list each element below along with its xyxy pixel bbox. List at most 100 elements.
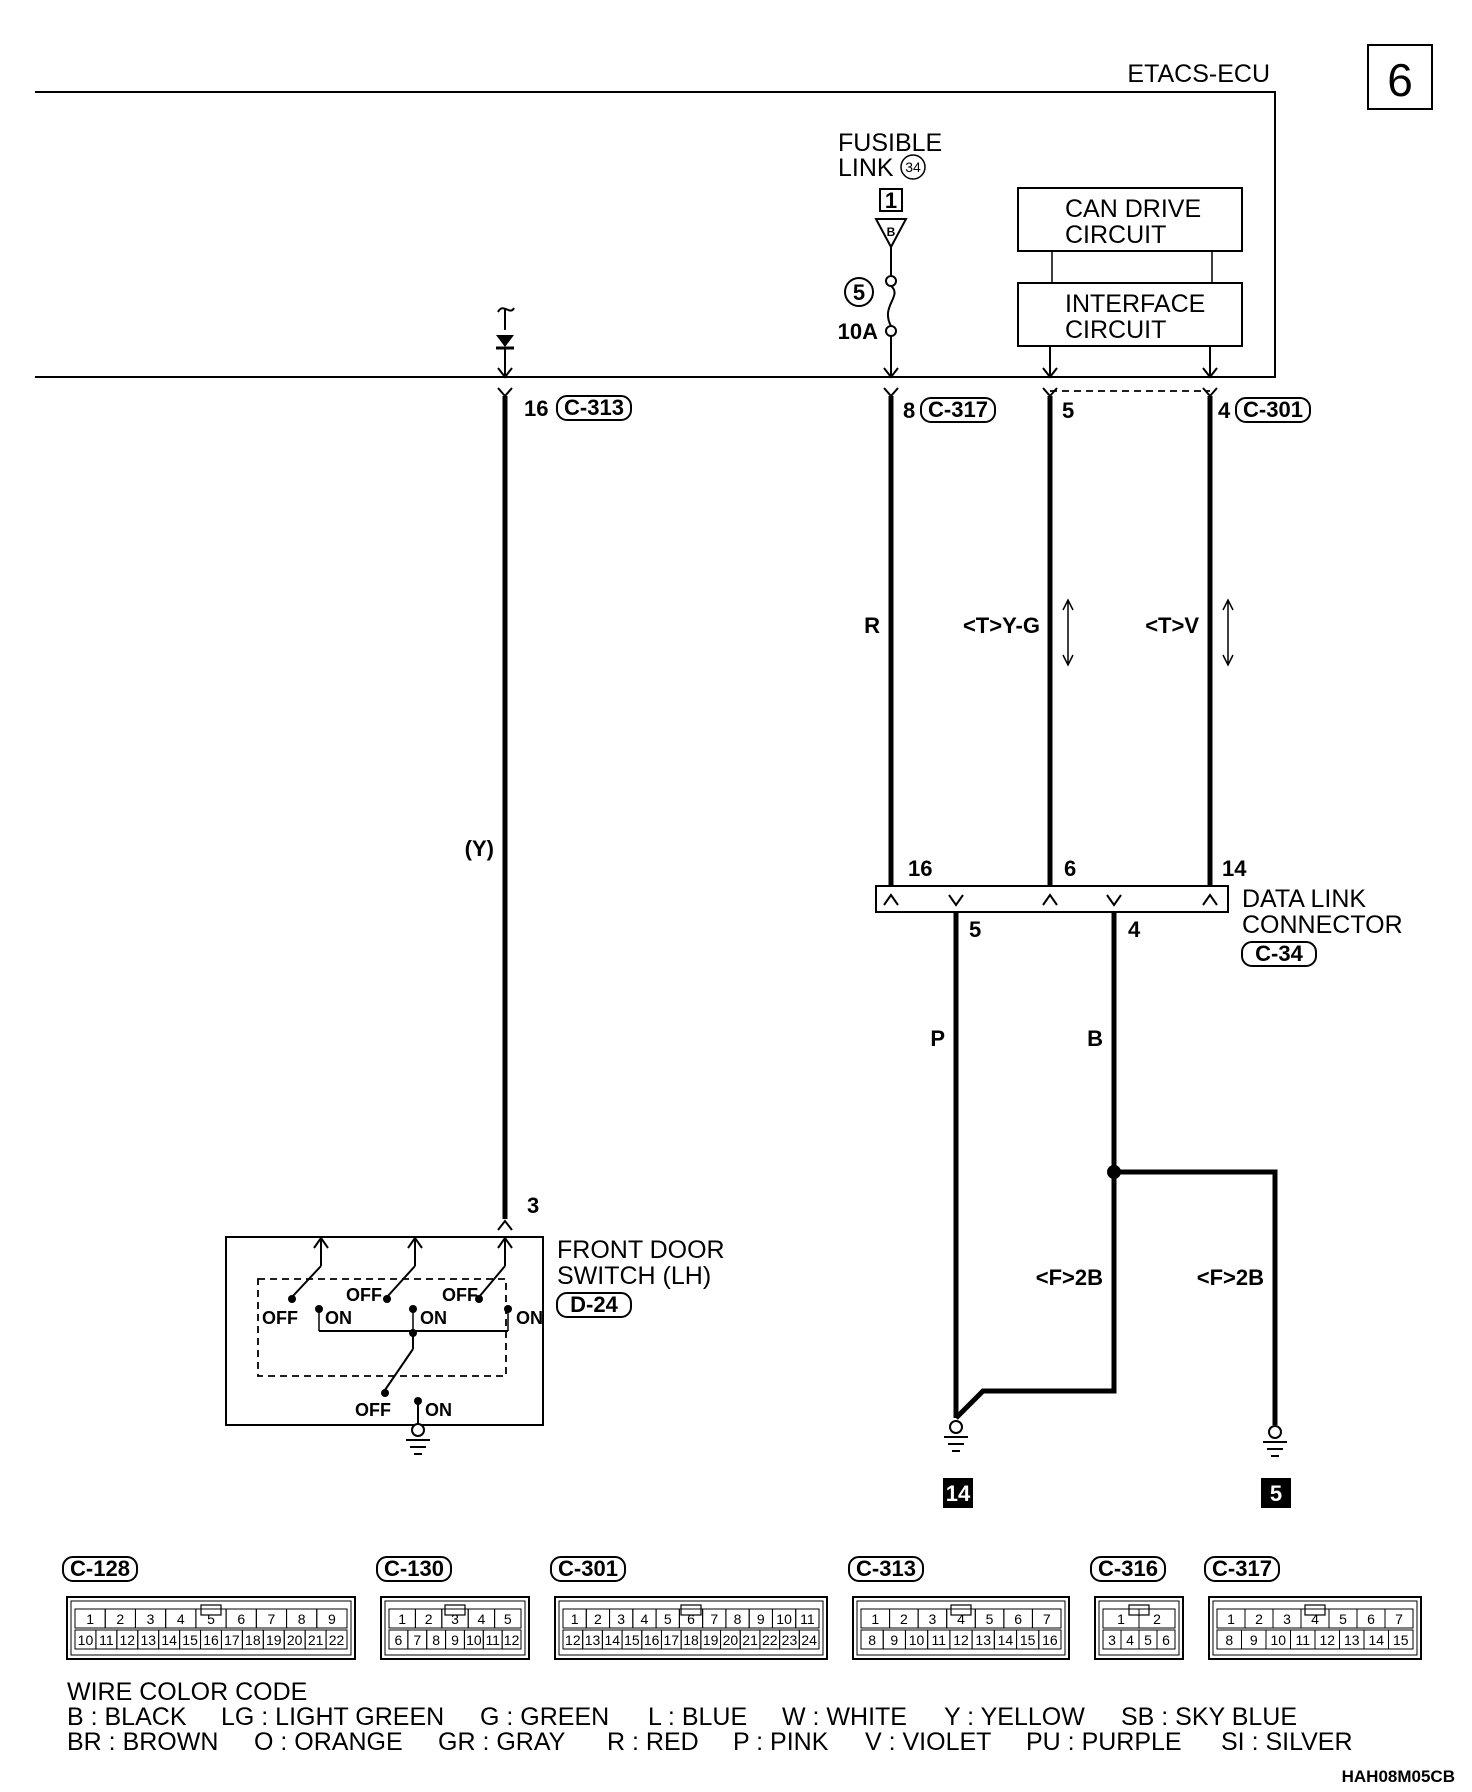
connector-pin-number: 13 <box>975 1632 991 1648</box>
can-drive-circuit-line1: CAN DRIVE <box>1065 195 1201 223</box>
door-switch-ground-icon <box>406 1423 430 1455</box>
wire-black-branch <box>1114 1169 1278 1425</box>
connector-label: C-128 <box>70 1556 130 1581</box>
connector-pin-number: 15 <box>624 1632 640 1648</box>
connector-pin-number: 10 <box>909 1632 925 1648</box>
connector-pin-number: 9 <box>757 1611 765 1627</box>
connector-pin-number: 5 <box>986 1611 994 1627</box>
connector-pin-number: 2 <box>425 1611 433 1627</box>
legend-line1: B : BLACK LG : LIGHT GREEN G : GREEN L :… <box>67 1703 1297 1731</box>
legend-item: P : PINK <box>733 1728 829 1756</box>
connector-pin-number: 5 <box>504 1611 512 1627</box>
connector-pin-number: 1 <box>1227 1611 1235 1627</box>
fusible-link-number-circle <box>900 154 926 180</box>
connector-pin-number: 7 <box>413 1632 421 1648</box>
connector-pin-number: 8 <box>868 1632 876 1648</box>
ground-right-icon <box>1263 1425 1287 1457</box>
door-switch-on-4: ON <box>425 1400 452 1420</box>
legend-item: SB : SKY BLUE <box>1121 1703 1297 1731</box>
dlc-terminal-4 <box>1106 894 1122 907</box>
ground-right-badge <box>1261 1478 1291 1508</box>
connector-label-box <box>1090 1556 1166 1582</box>
connector-label-box <box>1204 1556 1280 1582</box>
connector-pin-number: 6 <box>237 1611 245 1627</box>
connector-pin-cell <box>1138 1608 1176 1629</box>
connector-pin-number: 4 <box>1311 1611 1319 1627</box>
wire-color-b: B <box>1087 1026 1103 1051</box>
fuse-element <box>887 285 896 327</box>
connector-pin-number: 22 <box>762 1632 778 1648</box>
connector-pin-number: 4 <box>478 1611 486 1627</box>
connector-pin-cell <box>1031 1608 1062 1629</box>
legend-item: R : RED <box>607 1728 699 1756</box>
figure-code: HAH08M05CB <box>1342 1767 1455 1786</box>
dlc-terminal-14 <box>1202 893 1218 906</box>
conn-c317-label: C-317 <box>928 397 988 422</box>
connector-pin-number: 3 <box>929 1611 937 1627</box>
connector-pin-number: 6 <box>395 1632 403 1648</box>
connector-pin-number: 1 <box>871 1611 879 1627</box>
data-link-connector-terminals <box>883 893 1218 907</box>
door-switch-off-2: OFF <box>346 1285 382 1305</box>
connector-pin-number: 7 <box>268 1611 276 1627</box>
ground-left-badge <box>943 1478 973 1508</box>
ground-left-icon <box>944 1420 968 1452</box>
door-switch-terminals <box>313 1219 513 1266</box>
connector-pin-number: 2 <box>594 1611 602 1627</box>
fusible-link-pin: 1 <box>885 188 897 213</box>
conn-c301-label: C-301 <box>1243 397 1303 422</box>
connector-lock-tab <box>1304 1604 1326 1616</box>
door-switch-linkage-dashed <box>257 1278 507 1377</box>
fuse-number-circle <box>844 277 874 307</box>
connector-pin-number: 13 <box>585 1632 601 1648</box>
connector-pin-cell <box>1384 1608 1414 1629</box>
bidirectional-arrow-yg <box>1062 598 1074 667</box>
connector-pin-cell <box>325 1629 348 1650</box>
connector-pin-number: 21 <box>742 1632 758 1648</box>
legend-item: LG : LIGHT GREEN <box>221 1703 444 1731</box>
connector-label: C-130 <box>384 1556 444 1581</box>
connector-pin-number: 5 <box>664 1611 672 1627</box>
connector-pin-number: 12 <box>565 1632 581 1648</box>
connector-pin-number: 20 <box>287 1632 303 1648</box>
dlc-pin-16: 16 <box>908 856 932 881</box>
connector-pin-number: 5 <box>207 1611 215 1627</box>
connector-pin-number: 9 <box>1250 1632 1258 1648</box>
connector-pin-number: 20 <box>723 1632 739 1648</box>
connector-pin-number: 15 <box>1393 1632 1409 1648</box>
interface-circuit-line1: INTERFACE <box>1065 290 1205 318</box>
ecu-terminals <box>497 367 1218 398</box>
connector-pin-number: 1 <box>1117 1611 1125 1627</box>
door-switch-label-1: FRONT DOOR <box>557 1236 725 1264</box>
connector-label-box <box>376 1556 452 1582</box>
wire-color-r: R <box>864 613 880 638</box>
connector-label: C-316 <box>1098 1556 1158 1581</box>
connector-pin-cell <box>1388 1629 1414 1650</box>
connector-housing-inner <box>1098 1600 1180 1656</box>
fusible-link-label-2: LINK <box>838 154 894 182</box>
connector-pin-number: 13 <box>1344 1632 1360 1648</box>
fuse-number: 5 <box>853 280 865 305</box>
can-drive-circuit-box <box>1017 187 1243 252</box>
wire-junction-dot <box>1107 1165 1121 1179</box>
connector-pin-number: 7 <box>1043 1611 1051 1627</box>
door-switch-box <box>225 1236 544 1426</box>
connector-pin-number: 14 <box>998 1632 1014 1648</box>
door-switch-label-2: SWITCH (LH) <box>557 1262 711 1290</box>
fuse-terminal-bottom <box>885 325 897 337</box>
connector-pin-number: 10 <box>466 1632 482 1648</box>
connector-pin-number: 1 <box>571 1611 579 1627</box>
connector-housing-inner <box>558 1600 824 1656</box>
door-switch-code: D-24 <box>570 1292 618 1317</box>
connector-pin-number: 15 <box>182 1632 198 1648</box>
connector-label-box <box>848 1556 924 1582</box>
connector-pin-number: 4 <box>177 1611 185 1627</box>
ecu-outline <box>35 91 1276 378</box>
connector-lock-tab <box>200 1604 222 1616</box>
connector-pin-number: 5 <box>1339 1611 1347 1627</box>
